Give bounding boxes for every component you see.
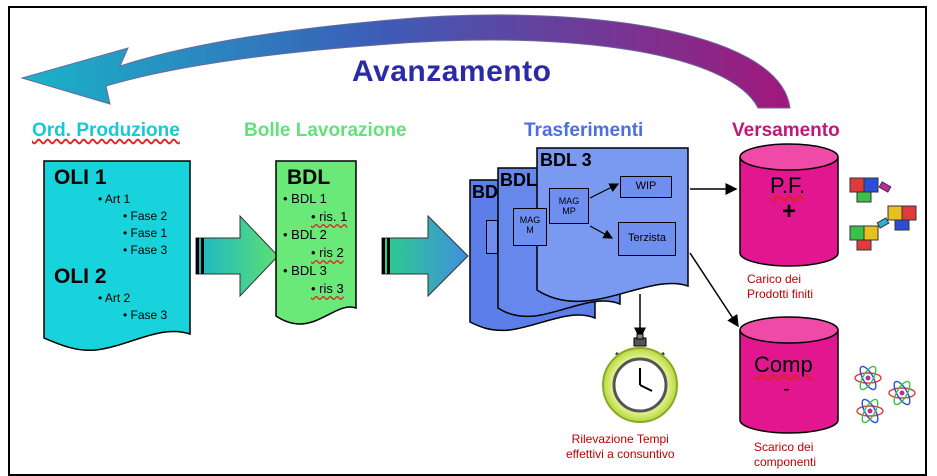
ordini-document bbox=[43, 160, 191, 352]
pf-label: P.F. bbox=[770, 173, 806, 198]
fase3b-item: • Fase 3 bbox=[123, 308, 168, 322]
trasf-mag-mp-box: MAG MP bbox=[549, 188, 589, 224]
art2-item: • Art 2 bbox=[98, 291, 131, 305]
header-ordini-produzione: Ord. Produzione bbox=[32, 120, 180, 141]
comp-minus-sign: - bbox=[783, 378, 790, 400]
block-arrow-ordini-to-bolle bbox=[195, 214, 279, 298]
comp-caption: Scarico dei componenti bbox=[754, 440, 817, 469]
cylinder-componenti bbox=[739, 316, 839, 434]
wip-box: WIP bbox=[620, 176, 672, 198]
fase3-item: • Fase 3 bbox=[123, 243, 168, 257]
header-trasferimenti: Trasferimenti bbox=[524, 120, 644, 141]
bdl2-item: • BDL 2 bbox=[283, 227, 327, 242]
stopwatch-icon bbox=[602, 333, 678, 423]
bdl3-item: • BDL 3 bbox=[283, 263, 327, 278]
pf-caption: Carico dei Prodotti finiti bbox=[747, 272, 814, 301]
avanzamento-arc-arrow bbox=[20, 14, 791, 109]
trasf-back-title: BD bbox=[472, 182, 498, 202]
bdl1-item: • BDL 1 bbox=[283, 191, 327, 206]
component-atoms-icon bbox=[854, 365, 916, 424]
fase1-item: • Fase 1 bbox=[123, 226, 168, 240]
product-cubes-icon bbox=[849, 177, 917, 251]
header-bolle-lavorazione: Bolle Lavorazione bbox=[244, 120, 407, 141]
trasf-back-box bbox=[486, 220, 498, 254]
cylinder-prodotti-finiti bbox=[739, 143, 839, 267]
ris2-item: • ris 2 bbox=[311, 245, 344, 260]
ris3-item: • ris 3 bbox=[311, 281, 344, 296]
oli1-title: OLI 1 bbox=[54, 166, 107, 189]
trasf-mid-mag-box: MAG M bbox=[513, 208, 547, 246]
header-versamento: Versamento bbox=[732, 120, 840, 141]
terzista-box: Terzista bbox=[618, 222, 676, 256]
comp-label: Comp bbox=[754, 352, 813, 377]
diagram-frame: Avanzamento Ord. Produzione Bolle Lavora… bbox=[8, 6, 927, 476]
trasf-front-title: BDL 3 bbox=[540, 150, 592, 170]
trasf-mid-title: BDL bbox=[500, 170, 537, 190]
diagram-title: Avanzamento bbox=[352, 55, 552, 88]
pf-plus-sign: + bbox=[782, 198, 797, 225]
ris1-item: • ris. 1 bbox=[311, 209, 348, 224]
block-arrow-bolle-to-trasferimenti bbox=[381, 214, 469, 298]
timer-caption: Rilevazione Tempi effettivi a consuntivo bbox=[566, 432, 675, 461]
bolle-document bbox=[275, 160, 357, 325]
bdl-title: BDL bbox=[287, 166, 331, 189]
art1-item: • Art 1 bbox=[98, 192, 131, 206]
oli2-title: OLI 2 bbox=[54, 265, 107, 288]
fase2-item: • Fase 2 bbox=[123, 209, 168, 223]
